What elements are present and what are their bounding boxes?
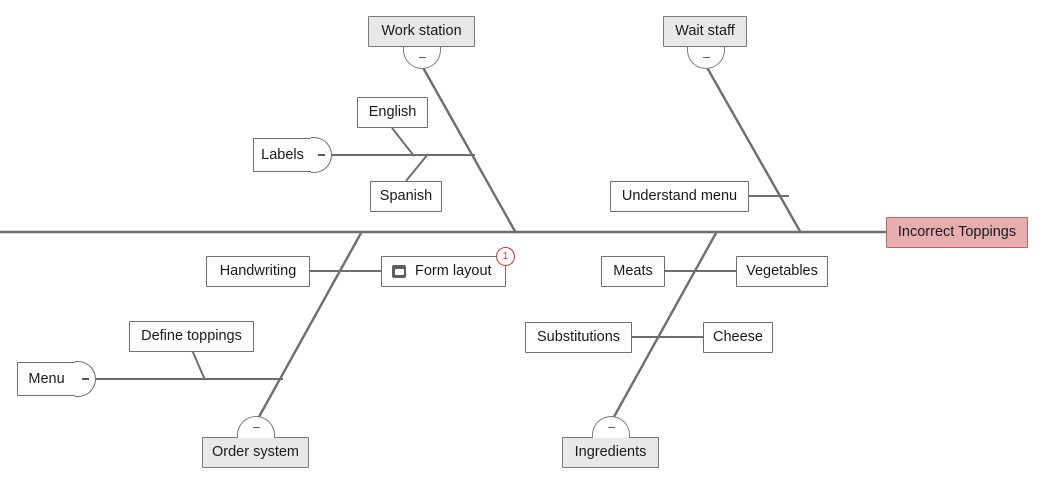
cause-node-handwriting[interactable]: Handwriting (206, 256, 310, 287)
cause-node-menu[interactable]: Menu (17, 362, 75, 396)
cause-label-substitutions: Substitutions (536, 329, 621, 346)
bone-work-station (419, 63, 518, 234)
cause-node-vegetables[interactable]: Vegetables (736, 256, 828, 287)
cause-node-spanish[interactable]: Spanish (370, 181, 442, 212)
cause-node-cheese[interactable]: Cheese (703, 322, 773, 353)
category-node-ingredients[interactable]: Ingredients (562, 437, 659, 468)
cause-label-meats: Meats (613, 263, 653, 280)
category-node-wait-staff[interactable]: Wait staff (663, 16, 747, 47)
cause-label-handwriting: Handwriting (219, 263, 297, 280)
cause-node-form-layout[interactable]: Form layout (381, 256, 506, 287)
bone-order-system (253, 232, 363, 425)
cause-label-menu: Menu (28, 370, 65, 387)
effect-node-incorrect-toppings[interactable]: Incorrect Toppings (886, 217, 1028, 248)
note-icon (392, 265, 406, 278)
cause-node-understand-menu[interactable]: Understand menu (610, 181, 749, 212)
cause-label-spanish: Spanish (379, 188, 433, 205)
subbone-spanish (405, 153, 429, 182)
cause-node-substitutions[interactable]: Substitutions (525, 322, 632, 353)
minus-icon (702, 56, 710, 59)
category-label-order-system: Order system (211, 444, 299, 461)
category-label-ingredients: Ingredients (574, 444, 647, 461)
cause-label-form-layout: Form layout (415, 263, 492, 280)
cause-label-cheese: Cheese (713, 329, 763, 346)
category-label-wait-staff: Wait staff (675, 23, 735, 40)
minus-icon (252, 426, 260, 429)
subbone-english (391, 127, 415, 157)
cause-label-understand-menu: Understand menu (621, 188, 738, 205)
minus-icon (317, 154, 325, 156)
cause-label-define-toppings: Define toppings (141, 328, 242, 345)
cause-label-labels: Labels (261, 146, 304, 163)
minus-icon (81, 378, 89, 380)
effect-label: Incorrect Toppings (897, 224, 1017, 241)
bone-ingredients (608, 232, 718, 425)
minus-icon (418, 56, 426, 59)
cause-node-define-toppings[interactable]: Define toppings (129, 321, 254, 352)
comment-count-badge[interactable]: 1 (496, 247, 515, 266)
minus-icon (607, 426, 615, 429)
cause-node-labels[interactable]: Labels (253, 138, 311, 172)
category-node-work-station[interactable]: Work station (368, 16, 475, 47)
cause-label-vegetables: Vegetables (746, 263, 818, 280)
bone-wait-staff (703, 63, 803, 234)
subbone-define-toppings (191, 349, 206, 381)
category-node-order-system[interactable]: Order system (202, 437, 309, 468)
cause-node-english[interactable]: English (357, 97, 428, 128)
category-label-work-station: Work station (381, 23, 462, 40)
cause-node-meats[interactable]: Meats (601, 256, 665, 287)
cause-label-english: English (368, 104, 417, 121)
